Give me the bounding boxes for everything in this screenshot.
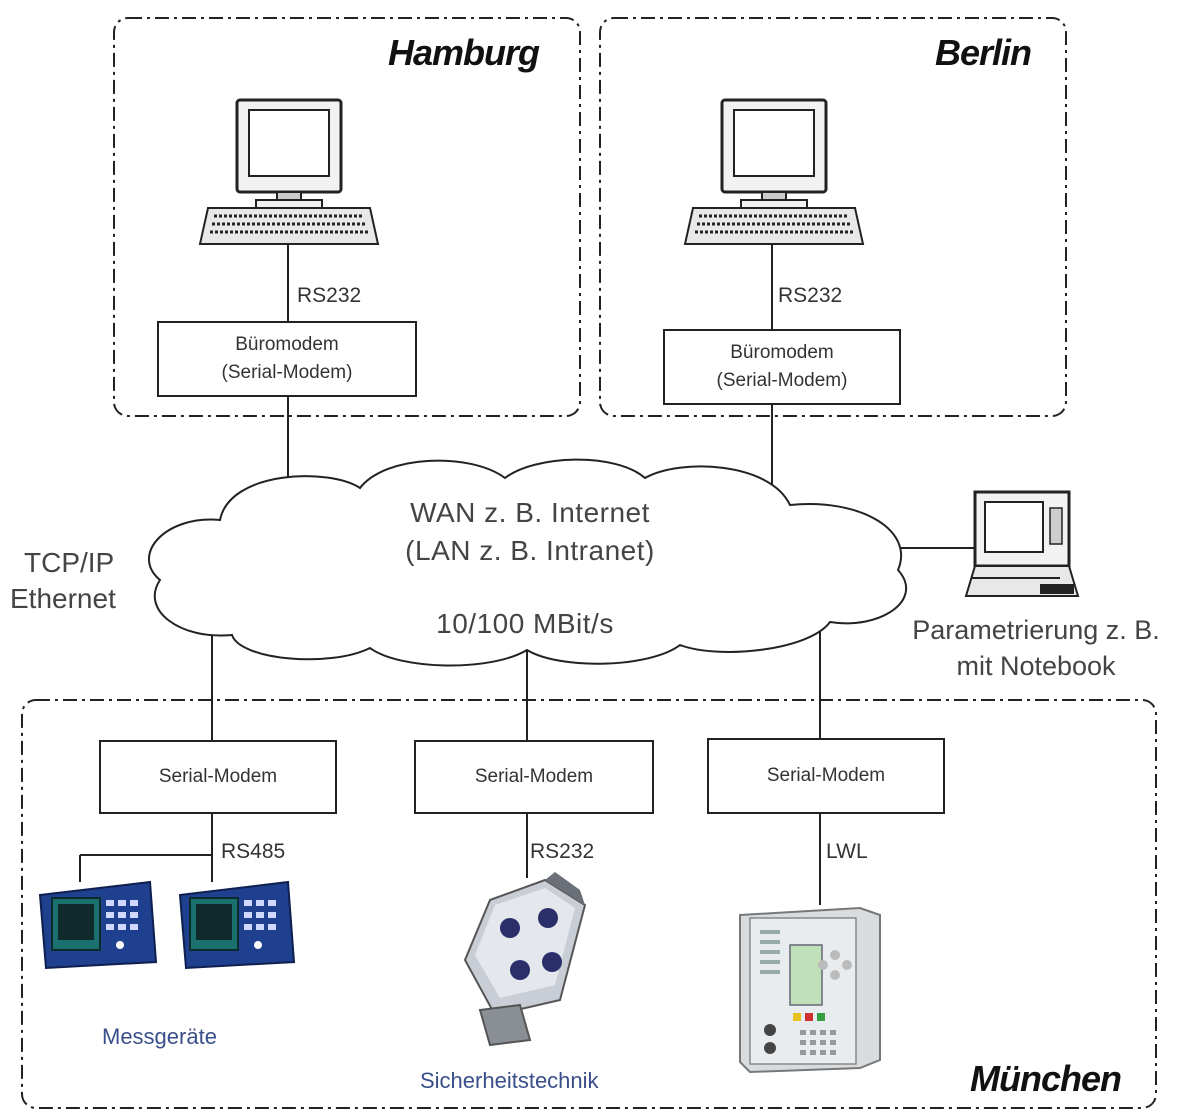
network-wan-label: WAN z. B. Internet [410, 497, 650, 528]
protocol-line2: Ethernet [10, 583, 116, 614]
hamburg-region-border [113, 17, 581, 417]
notebook-icon [964, 490, 1080, 597]
hamburg-computer-icon [198, 98, 380, 245]
serial-modem-3: Serial-Modem [707, 738, 945, 814]
berlin-title: Berlin [935, 32, 1032, 73]
measuring-devices-caption: Messgeräte [102, 1024, 217, 1049]
berlin-modem-line2: (Serial-Modem) [716, 370, 848, 391]
berlin-office-modem: Büromodem (Serial-Modem) [663, 329, 901, 405]
berlin-computer-icon [683, 98, 865, 245]
muenchen-region-border [21, 699, 1157, 1109]
berlin-region-border [599, 17, 1067, 417]
network-lan-label: (LAN z. B. Intranet) [405, 535, 655, 566]
rs232-label: RS232 [530, 840, 595, 863]
serial-modem-1: Serial-Modem [99, 740, 337, 814]
berlin-modem-line1: Büromodem [730, 342, 834, 363]
hamburg-title: Hamburg [388, 32, 540, 73]
connection-lines [79, 244, 975, 905]
rs485-label: RS485 [221, 840, 286, 863]
measuring-device-icon-2 [178, 880, 296, 970]
muenchen-title: München [970, 1058, 1122, 1099]
protection-relay-icon [739, 906, 881, 1074]
network-speed-label: 10/100 MBit/s [436, 608, 614, 639]
hamburg-modem-line2: (Serial-Modem) [221, 362, 353, 383]
network-cloud [148, 458, 908, 667]
security-camera-icon [463, 872, 587, 1047]
protocol-line1: TCP/IP [24, 547, 115, 578]
serial-modem-2: Serial-Modem [414, 740, 654, 814]
notebook-caption-line2: mit Notebook [956, 651, 1116, 681]
notebook-caption-line1: Parametrierung z. B. [912, 615, 1160, 645]
notebook-caption: Parametrierung z. B. mit Notebook [896, 612, 1176, 684]
hamburg-rs232-label: RS232 [297, 284, 362, 307]
berlin-rs232-label: RS232 [778, 284, 843, 307]
protocol-label: TCP/IP Ethernet [10, 545, 116, 617]
hamburg-office-modem: Büromodem (Serial-Modem) [157, 321, 417, 397]
lwl-label: LWL [826, 840, 868, 863]
measuring-device-icon-1 [38, 880, 158, 970]
hamburg-modem-line1: Büromodem [235, 334, 339, 355]
security-technology-caption: Sicherheitstechnik [420, 1068, 599, 1093]
